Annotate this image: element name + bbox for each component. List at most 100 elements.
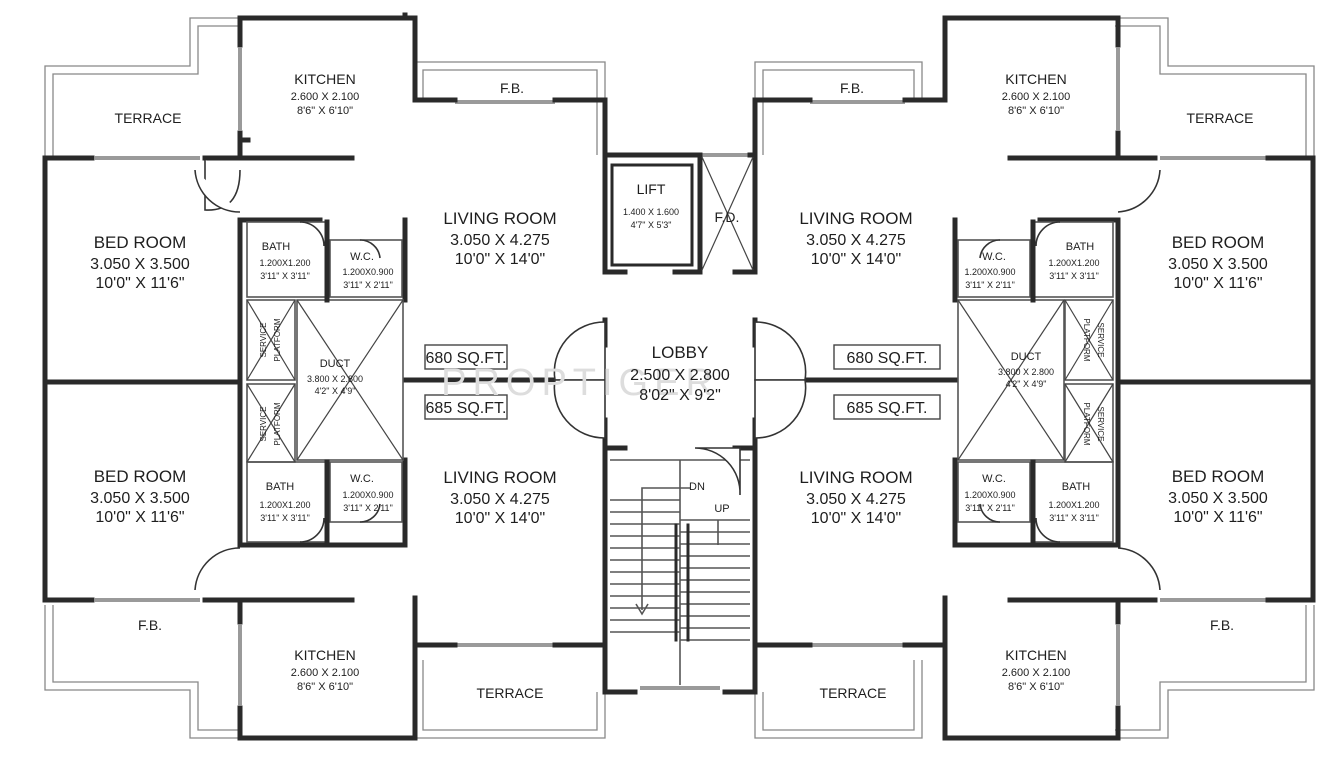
living-dim-metric: 3.050 X 4.275 — [450, 491, 550, 508]
kitchen-label: KITCHEN — [1005, 71, 1066, 87]
lobby-labels: LOBBY 2.500 X 2.800 8'02" X 9'2" — [630, 343, 730, 404]
terrace-top-left: TERRACE — [115, 110, 182, 126]
bedroom-lower-right: BED ROOM 3.050 X 3.500 10'0" X 11'6" — [1168, 467, 1268, 526]
living-room-upper-left: LIVING ROOM 3.050 X 4.275 10'0" X 14'0" — [443, 209, 556, 268]
bedroom-dim-metric: 3.050 X 3.500 — [90, 256, 190, 273]
kitchen-dim-imperial: 8'6" X 6'10" — [297, 681, 353, 693]
svg-text:4'2" X 4'9": 4'2" X 4'9" — [1006, 379, 1047, 389]
living-dim-metric: 3.050 X 4.275 — [450, 232, 550, 249]
fb-bottom-right: F.B. — [1210, 617, 1234, 633]
svg-text:PLATFORM: PLATFORM — [1082, 319, 1091, 362]
svg-text:1.200X0.900: 1.200X0.900 — [342, 490, 393, 500]
living-room-upper-right: LIVING ROOM 3.050 X 4.275 10'0" X 14'0" — [799, 209, 912, 268]
svg-text:8'02" X 9'2": 8'02" X 9'2" — [639, 387, 721, 404]
svg-text:1.200X1.200: 1.200X1.200 — [1048, 500, 1099, 510]
svg-text:W.C.: W.C. — [350, 473, 374, 485]
svg-text:PLATFORM: PLATFORM — [273, 318, 282, 361]
svg-text:3'11" X 3'11": 3'11" X 3'11" — [1049, 513, 1099, 523]
bath-upper-left: BATH 1.200X1.200 3'11" X 3'11" — [259, 241, 310, 281]
kitchen-label: KITCHEN — [294, 647, 355, 663]
bedroom-upper-left: BED ROOM 3.050 X 3.500 10'0" X 11'6" — [90, 233, 190, 292]
terrace-top-right: TERRACE — [1187, 110, 1254, 126]
lift-shaft — [610, 163, 694, 267]
bath-upper-right: BATH 1.200X1.200 3'11" X 3'11" — [1048, 241, 1099, 281]
fire-duct-label: F.D. — [715, 209, 740, 225]
svg-text:1.200X0.900: 1.200X0.900 — [964, 267, 1015, 277]
terrace-bottom-right: TERRACE — [820, 685, 887, 701]
bath-lower-left: BATH 1.200X1.200 3'11" X 3'11" — [259, 481, 310, 523]
svg-text:W.C.: W.C. — [350, 251, 374, 263]
svg-text:3'11" X 2'11": 3'11" X 2'11" — [343, 280, 393, 290]
svg-text:3'11" X 2'11": 3'11" X 2'11" — [965, 280, 1015, 290]
bedroom-label: BED ROOM — [94, 233, 187, 252]
kitchen-dim-imperial: 8'6" X 6'10" — [1008, 105, 1064, 117]
svg-text:SERVICE: SERVICE — [259, 323, 268, 358]
area-box-lower-right — [833, 394, 941, 420]
kitchen-dim-imperial: 8'6" X 6'10" — [297, 105, 353, 117]
kitchen-dim-imperial: 8'6" X 6'10" — [1008, 681, 1064, 693]
kitchen-label: KITCHEN — [294, 71, 355, 87]
bedroom-lower-left: BED ROOM 3.050 X 3.500 10'0" X 11'6" — [90, 467, 190, 526]
bedroom-label: BED ROOM — [94, 467, 187, 486]
svg-text:3'11" X 2'11": 3'11" X 2'11" — [343, 503, 393, 513]
svg-text:1.200X0.900: 1.200X0.900 — [964, 490, 1015, 500]
fb-top-left: F.B. — [500, 80, 524, 96]
svg-text:W.C.: W.C. — [982, 473, 1006, 485]
kitchen-label: KITCHEN — [1005, 647, 1066, 663]
bedroom-dim-imperial: 10'0" X 11'6" — [1173, 509, 1262, 526]
staircase — [610, 459, 750, 685]
kitchen-dim-metric: 2.600 X 2.100 — [1002, 91, 1071, 103]
svg-text:BATH: BATH — [1062, 481, 1091, 493]
kitchen-top-right: KITCHEN 2.600 X 2.100 8'6" X 6'10" — [1002, 71, 1071, 117]
kitchen-dim-metric: 2.600 X 2.100 — [1002, 667, 1071, 679]
svg-text:SERVICE: SERVICE — [1096, 323, 1105, 358]
living-room-lower-left: LIVING ROOM 3.050 X 4.275 10'0" X 14'0" — [443, 468, 556, 527]
svg-text:SERVICE: SERVICE — [1096, 407, 1105, 442]
duct-left: DUCT 3.800 X 2.800 4'2" X 4'9" — [307, 358, 363, 396]
kitchen-dim-metric: 2.600 X 2.100 — [291, 91, 360, 103]
bedroom-label: BED ROOM — [1172, 233, 1265, 252]
svg-text:3'11" X 2'11": 3'11" X 2'11" — [965, 503, 1015, 513]
bedroom-dim-metric: 3.050 X 3.500 — [90, 490, 190, 507]
duct-right: DUCT 3.800 X 2.800 4'2" X 4'9" — [998, 351, 1054, 389]
living-dim-metric: 3.050 X 4.275 — [806, 491, 906, 508]
kitchen-top-left: KITCHEN 2.600 X 2.100 8'6" X 6'10" — [291, 71, 360, 117]
svg-text:1.400 X 1.600: 1.400 X 1.600 — [623, 207, 679, 217]
svg-text:3'11" X 3'11": 3'11" X 3'11" — [260, 513, 310, 523]
service-platform-left-upper: SERVICE PLATFORM — [259, 318, 282, 361]
area-upper-left: 680 SQ.FT. — [426, 350, 507, 367]
bedroom-dim-imperial: 10'0" X 11'6" — [1173, 275, 1262, 292]
stairs-down-label: DN — [689, 481, 705, 493]
fb-bottom-left: F.B. — [138, 617, 162, 633]
svg-text:SERVICE: SERVICE — [259, 407, 268, 442]
service-platform-right-lower: PLATFORM SERVICE — [1082, 403, 1105, 446]
fb-top-right: F.B. — [840, 80, 864, 96]
svg-text:4'2" X 4'9": 4'2" X 4'9" — [315, 386, 356, 396]
doors — [194, 160, 1161, 591]
bedroom-dim-metric: 3.050 X 3.500 — [1168, 490, 1268, 507]
area-box-upper-left — [424, 344, 508, 370]
service-platform-right-upper: PLATFORM SERVICE — [1082, 319, 1105, 362]
stairs-up-label: UP — [714, 503, 729, 515]
svg-text:PLATFORM: PLATFORM — [1082, 403, 1091, 446]
kitchen-bottom-left: KITCHEN 2.600 X 2.100 8'6" X 6'10" — [291, 647, 360, 693]
svg-text:BATH: BATH — [262, 241, 291, 253]
svg-text:2.500 X 2.800: 2.500 X 2.800 — [630, 367, 730, 384]
area-upper-right: 680 SQ.FT. — [847, 350, 928, 367]
terrace-bottom-left: TERRACE — [477, 685, 544, 701]
internal-partitions — [237, 137, 1114, 548]
svg-text:3.800 X 2.800: 3.800 X 2.800 — [998, 367, 1054, 377]
living-dim-imperial: 10'0" X 14'0" — [811, 251, 901, 268]
cross-hatching — [246, 156, 1114, 463]
svg-text:1.200X1.200: 1.200X1.200 — [1048, 258, 1099, 268]
bedroom-label: BED ROOM — [1172, 467, 1265, 486]
lift-labels: LIFT 1.400 X 1.600 4'7" X 5'3" — [623, 181, 679, 230]
living-dim-imperial: 10'0" X 14'0" — [455, 251, 545, 268]
svg-text:LOBBY: LOBBY — [652, 343, 709, 362]
svg-text:LIFT: LIFT — [637, 181, 666, 197]
svg-text:3'11" X 3'11": 3'11" X 3'11" — [1049, 271, 1099, 281]
bedroom-dim-imperial: 10'0" X 11'6" — [95, 509, 184, 526]
bedroom-upper-right: BED ROOM 3.050 X 3.500 10'0" X 11'6" — [1168, 233, 1268, 292]
area-box-upper-right — [833, 344, 941, 370]
